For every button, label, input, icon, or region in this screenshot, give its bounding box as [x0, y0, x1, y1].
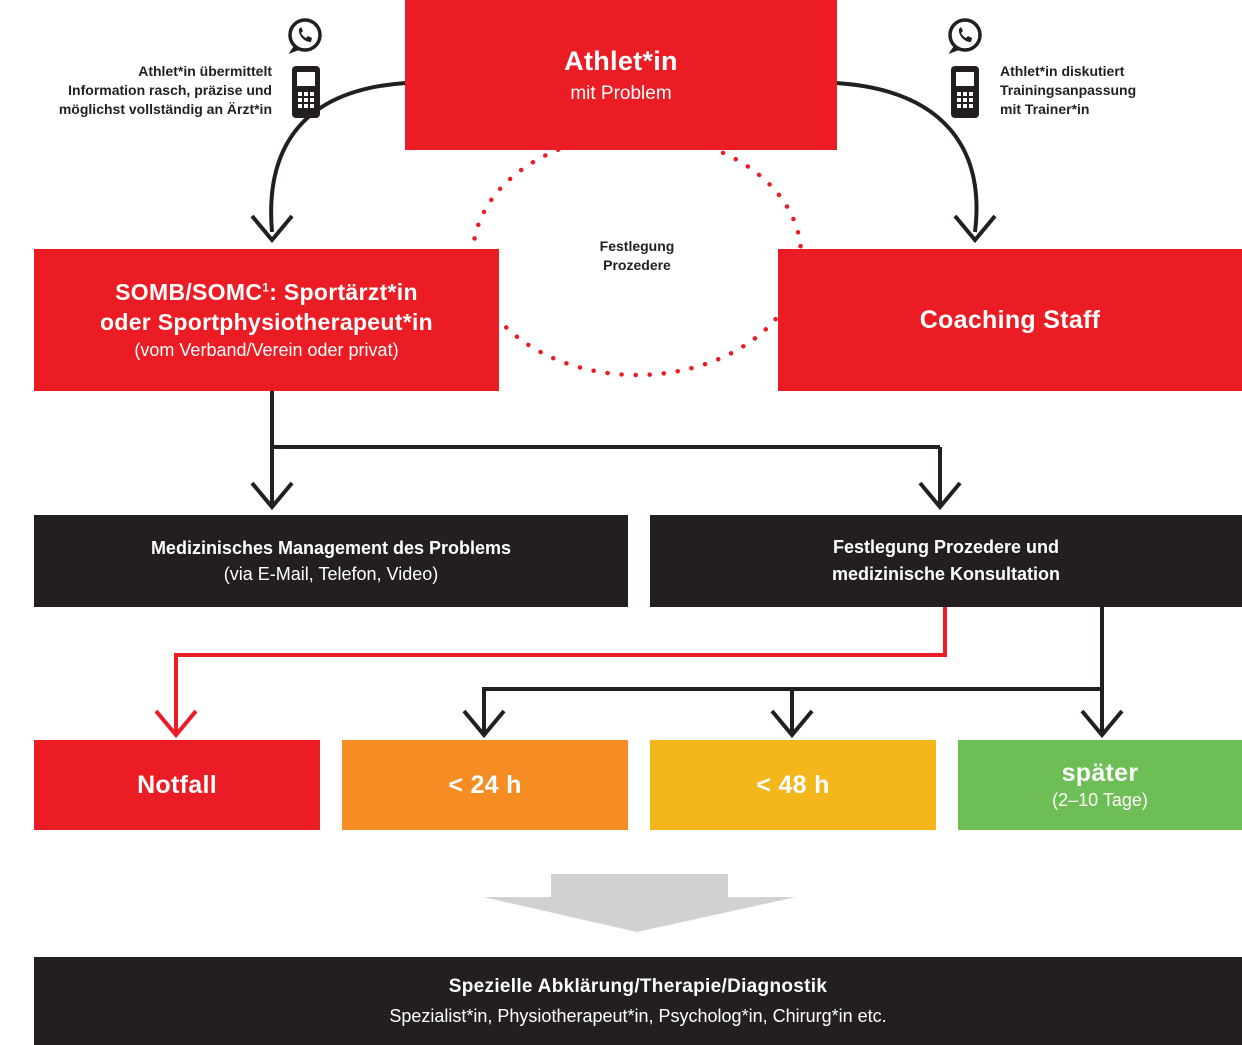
arrowhead-consultation [918, 481, 962, 511]
connector-emergency [174, 607, 947, 733]
arrowhead-somb [250, 214, 294, 244]
somb-title-line2: oder Sportphysiotherapeut*in [100, 309, 433, 335]
arrowhead-management [250, 481, 294, 511]
gray-down-arrow [483, 874, 796, 932]
management-subtitle: (via E-Mail, Telefon, Video) [223, 564, 439, 584]
note-left-line: möglichst vollständig an Ärzt*in [58, 101, 272, 117]
urgency-notfall: Notfall [34, 740, 320, 830]
somb-title-line1: SOMB/SOMC1: Sportärzt*in [115, 277, 418, 307]
urgency-later-label: später [1061, 759, 1139, 787]
consultation-box: Festlegung Prozedere und medizinische Ko… [650, 515, 1242, 607]
whatsapp-icon [948, 18, 982, 55]
athlete-title: Athlet*in [564, 45, 678, 76]
urgency-later-sub: (2–10 Tage) [1052, 790, 1148, 810]
note-left-line: Athlet*in übermittelt [138, 63, 272, 79]
arrowhead-notfall [154, 709, 198, 739]
management-box: Medizinisches Management des Problems (v… [34, 515, 628, 607]
whatsapp-icon [288, 18, 322, 55]
urgency-48h: < 48 h [650, 740, 936, 830]
urgency-24h-label: < 24 h [448, 770, 522, 799]
athlete-box: Athlet*in mit Problem [405, 0, 837, 150]
management-title: Medizinisches Management des Problems [150, 538, 512, 558]
arrowhead-later [1080, 709, 1124, 739]
consultation-line2: medizinische Konsultation [831, 564, 1061, 584]
coaching-staff-box: Coaching Staff [778, 249, 1242, 391]
note-left: Athlet*in übermittelt Information rasch,… [40, 62, 272, 119]
circle-label-line: Prozedere [603, 257, 671, 273]
urgency-24h: < 24 h [342, 740, 628, 830]
somb-box: SOMB/SOMC1: Sportärzt*in oder Sportphysi… [34, 249, 499, 391]
footnote-marker: 1 [262, 280, 270, 295]
specialist-title: Spezielle Abklärung/Therapie/Diagnostik [448, 976, 828, 997]
urgency-48h-label: < 48 h [756, 770, 830, 799]
somb-subtitle: (vom Verband/Verein oder privat) [134, 340, 399, 360]
circle-label-line: Festlegung [599, 238, 675, 254]
specialist-box: Spezielle Abklärung/Therapie/Diagnostik … [34, 957, 1242, 1045]
mobile-phone-icon [951, 66, 979, 118]
urgency-later: später (2–10 Tage) [958, 740, 1242, 830]
mobile-phone-icon [292, 66, 320, 118]
urgency-notfall-label: Notfall [137, 770, 217, 799]
arrowhead-48h [770, 709, 814, 739]
circle-label: Festlegung Prozedere [567, 237, 707, 275]
note-right-line: Trainingsanpassung [1000, 82, 1137, 98]
connector-athlete-to-somb [269, 81, 407, 233]
note-left-line: Information rasch, präzise und [68, 82, 272, 98]
note-right: Athlet*in diskutiert Trainingsanpassung … [1000, 62, 1220, 119]
arrowhead-coaching [953, 214, 997, 244]
note-right-line: mit Trainer*in [1000, 101, 1090, 117]
specialist-subtitle: Spezialist*in, Physiotherapeut*in, Psych… [389, 1006, 887, 1026]
somb-title-part: SOMB/SOMC [115, 279, 263, 305]
consultation-line1: Festlegung Prozedere und [832, 537, 1060, 557]
connector-athlete-to-coaching [835, 81, 979, 233]
arrowhead-24h [462, 709, 506, 739]
coaching-staff-title: Coaching Staff [919, 305, 1101, 334]
note-right-line: Athlet*in diskutiert [1000, 63, 1125, 79]
athlete-subtitle: mit Problem [570, 82, 672, 104]
connector-urgency-horizontal [482, 687, 1102, 733]
somb-title-part: : Sportärzt*in [269, 279, 418, 305]
